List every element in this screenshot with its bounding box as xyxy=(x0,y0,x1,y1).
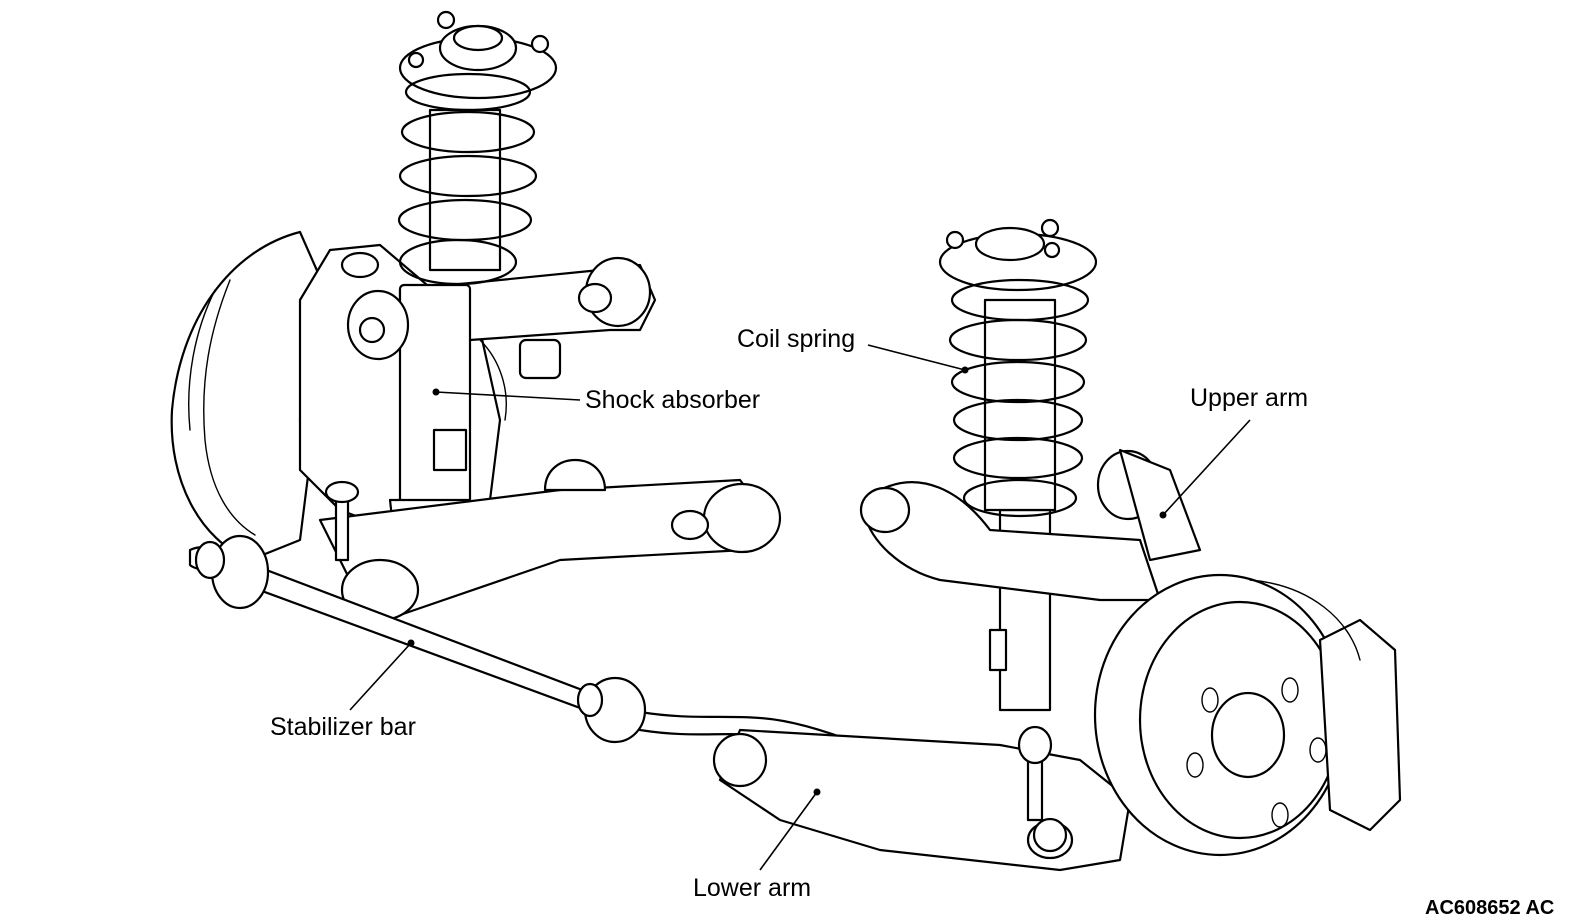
stabilizer-bar-label: Stabilizer bar xyxy=(270,713,416,741)
leader-lower-arm xyxy=(759,791,818,871)
lower-arm-label: Lower arm xyxy=(693,874,812,902)
right-suspension-assembly xyxy=(712,218,1402,872)
right-upper-mount xyxy=(938,218,1098,292)
shock-absorber-label: Shock absorber xyxy=(585,386,761,414)
left-stabilizer-link xyxy=(324,480,360,562)
figure-code: AC608652 AC xyxy=(1425,897,1555,919)
leader-shock-absorber xyxy=(435,391,581,401)
right-lower-arm xyxy=(712,728,1132,872)
right-coil-spring xyxy=(948,278,1090,518)
left-coil-spring xyxy=(397,72,538,286)
leader-lines xyxy=(349,344,1251,871)
right-stabilizer-link xyxy=(1017,725,1068,853)
leader-coil-spring xyxy=(867,344,966,371)
leader-stabilizer-bar xyxy=(349,642,412,711)
coil-spring-label: Coil spring xyxy=(737,325,856,353)
right-brake-rotor xyxy=(1093,573,1402,857)
left-suspension-assembly xyxy=(170,10,782,622)
leader-upper-arm xyxy=(1162,419,1251,516)
upper-arm-label: Upper arm xyxy=(1190,384,1309,412)
right-upper-arm xyxy=(859,448,1202,602)
left-arm-bushings xyxy=(340,251,410,361)
left-upper-mount xyxy=(398,10,558,100)
